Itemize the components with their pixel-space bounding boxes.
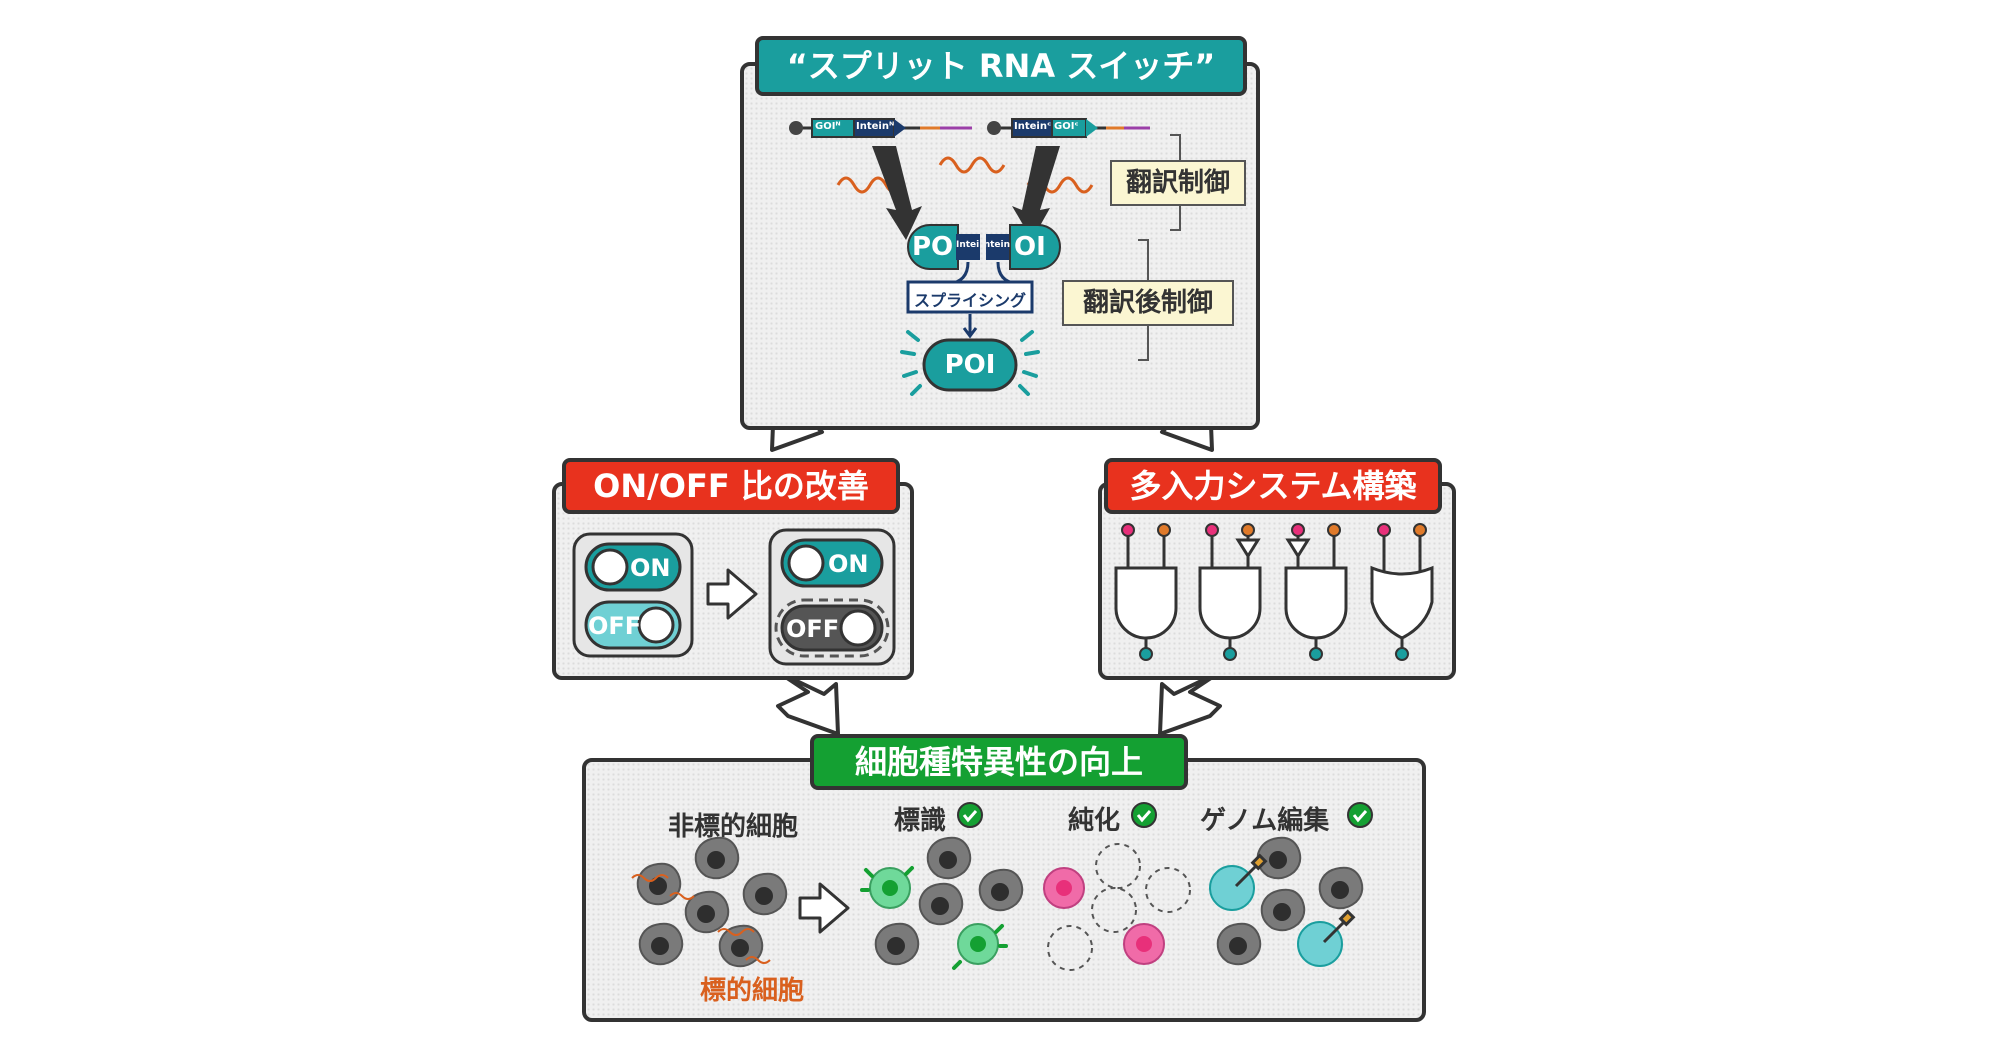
on-label-before: ON	[630, 554, 671, 582]
and-gate-icon	[1114, 530, 1178, 652]
cell-icon	[636, 862, 682, 906]
cell-icon	[1216, 922, 1262, 966]
intein-n-protein-label: Intein	[956, 240, 980, 250]
intein-n-label: Inteinᴺ	[856, 121, 895, 132]
splicing-label: スプライシング	[913, 291, 1026, 310]
and-gate-icon	[1198, 530, 1262, 652]
intein-c-label: Inteinᶜ	[1014, 121, 1052, 132]
check-icon	[956, 801, 984, 829]
poi-n-label: PO	[912, 232, 954, 262]
cell-icon	[918, 882, 964, 926]
poi-product-label: POI	[944, 350, 996, 380]
arrow-right-icon	[706, 568, 758, 620]
cell-group-genome-editing	[1209, 836, 1364, 967]
cell-group-purification	[1043, 843, 1191, 971]
split-rna-switch-title: “スプリット RNA スイッチ”	[755, 36, 1247, 96]
cell-group-before	[631, 836, 788, 968]
cell-icon	[874, 922, 920, 966]
genome-editing-label: ゲノム編集	[1200, 806, 1330, 836]
intein-c-protein-label: Intein	[986, 240, 1010, 250]
onoff-title: ON/OFF 比の改善	[562, 458, 900, 514]
goi-c-label: GOIᶜ	[1054, 121, 1079, 132]
not-gate-icon	[1235, 538, 1261, 559]
splicing-box	[906, 280, 1034, 314]
arrow-down-icon	[1158, 670, 1222, 736]
cell-icon	[978, 868, 1024, 912]
poi-c-label: OI	[1014, 232, 1046, 262]
on-label-after: ON	[828, 550, 869, 578]
not-gate-icon	[1285, 538, 1311, 559]
target-cells-label: 標的細胞	[700, 976, 805, 1006]
cell-group-labeling	[860, 836, 1024, 970]
cell-icon	[1260, 888, 1306, 932]
post-translation-control-label: 翻訳後制御	[1062, 280, 1234, 326]
cell-icon	[1318, 866, 1364, 910]
arrow-right-icon	[798, 882, 850, 934]
labeling-label: 標識	[894, 806, 947, 836]
purification-label: 純化	[1068, 806, 1121, 836]
multi-input-title: 多入力システム構築	[1104, 458, 1442, 514]
goi-n-label: GOIᴺ	[815, 121, 841, 132]
or-gate-icon	[1370, 530, 1434, 652]
cell-specificity-title: 細胞種特異性の向上	[810, 734, 1188, 790]
cell-icon	[694, 836, 740, 880]
off-label-before: OFF	[588, 612, 642, 640]
cell-icon	[926, 836, 972, 880]
multi-input-panel	[1098, 482, 1456, 680]
check-icon	[1346, 801, 1374, 829]
non-target-cells-label: 非標的細胞	[668, 812, 799, 842]
translation-control-label: 翻訳制御	[1110, 160, 1246, 206]
poi-product	[922, 338, 1018, 392]
poi-c-half	[1009, 224, 1061, 270]
cell-icon	[638, 922, 684, 966]
cell-icon	[742, 872, 788, 916]
poi-n-half	[907, 224, 959, 270]
arrow-down-icon	[776, 670, 840, 736]
and-gate-icon	[1284, 530, 1348, 652]
off-label-after: OFF	[786, 615, 840, 643]
check-icon	[1130, 801, 1158, 829]
